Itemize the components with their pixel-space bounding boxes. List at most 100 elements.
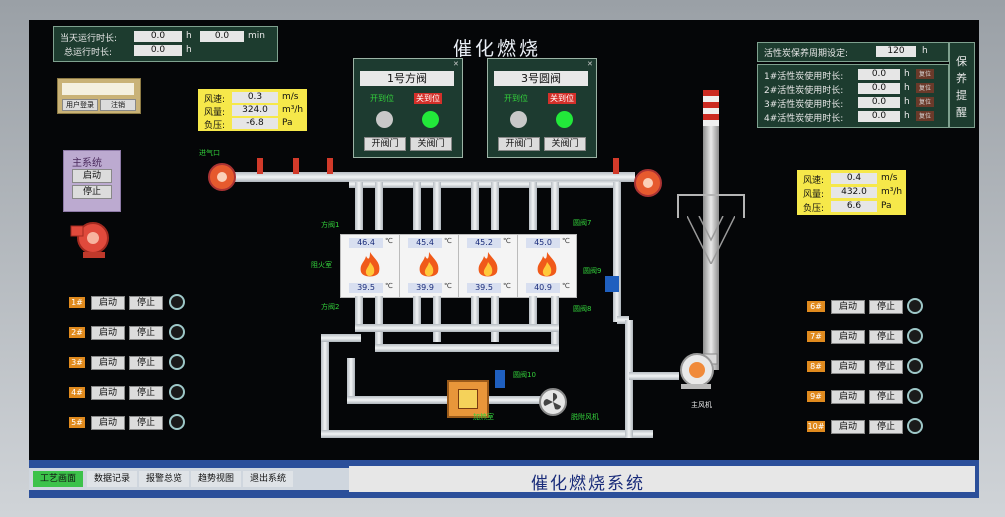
inlet-flow-value: 324.0	[232, 105, 278, 116]
unit-2-start-button[interactable]: 启动	[91, 326, 125, 340]
inlet-pressure-unit: Pa	[282, 118, 293, 128]
outlet-flow-unit: m³/h	[881, 187, 903, 197]
outlet-pressure-unit: Pa	[881, 201, 892, 211]
unit-5-stop-button[interactable]: 停止	[129, 416, 163, 430]
today-hours-unit: h	[186, 31, 192, 41]
carbon-2-reset-button[interactable]: 复位	[916, 83, 934, 93]
burner-4: 45.0 ℃ 40.9 ℃	[517, 234, 577, 298]
outlet-flow-value: 432.0	[831, 187, 877, 198]
unit-6-fan-icon	[907, 298, 923, 314]
unit-row-8: 8# 启动 停止	[807, 358, 937, 376]
inlet-valve-marker-4	[613, 158, 619, 174]
total-hours-unit: h	[186, 45, 192, 55]
riser-pipe-2	[375, 182, 383, 230]
unit-10-start-button[interactable]: 启动	[831, 420, 865, 434]
burner-3: 45.2 ℃ 39.5 ℃	[458, 234, 518, 298]
unit-row-1: 1# 启动 停止	[69, 294, 229, 312]
tab-alarm-overview[interactable]: 报警总览	[139, 471, 189, 487]
down-pipe-5	[471, 296, 479, 328]
valve-3-open-button[interactable]: 开阀门	[498, 137, 540, 151]
chimney	[703, 90, 719, 370]
burner-1-bottom-unit: ℃	[385, 282, 393, 290]
unit-5-start-button[interactable]: 启动	[91, 416, 125, 430]
unit-9-stop-button[interactable]: 停止	[869, 390, 903, 404]
unit-6-start-button[interactable]: 启动	[831, 300, 865, 314]
down-pipe-1	[355, 296, 363, 328]
main-start-button[interactable]: 启动	[72, 169, 112, 183]
carbon-4-unit: h	[904, 111, 910, 121]
round-valve-9-label: 圆阀9	[583, 267, 602, 275]
valve-3-open-lamp	[510, 111, 527, 128]
close-icon[interactable]: ✕	[587, 60, 593, 68]
tab-process-screen[interactable]: 工艺画面	[33, 471, 83, 487]
valve-1-open-button[interactable]: 开阀门	[364, 137, 406, 151]
unit-4-stop-button[interactable]: 停止	[129, 386, 163, 400]
valve-1-close-pos-label: 关到位	[414, 93, 442, 104]
tab-trend-view[interactable]: 趋势视图	[191, 471, 241, 487]
unit-4-tag: 4#	[69, 387, 85, 398]
lower-collector-1	[355, 324, 559, 332]
main-system-title: 主系统	[72, 158, 102, 169]
carbon-4-label: 4#活性炭使用时长:	[764, 114, 844, 124]
burner-1-top-unit: ℃	[385, 237, 393, 245]
today-runtime-hours: 0.0	[134, 31, 182, 42]
tab-data-records[interactable]: 数据记录	[87, 471, 137, 487]
down-pipe-4	[433, 296, 441, 342]
loop-top-left-pipe	[321, 334, 361, 342]
runtime-panel: 当天运行时长: 0.0 h 0.0 min 总运行时长: 0.0 h	[53, 26, 278, 62]
inlet-valve-marker-1	[257, 158, 263, 174]
maintenance-cycle-panel: 活性炭保养周期设定: 120 h	[757, 42, 949, 62]
desorb-fan-label: 脱附风机	[571, 413, 599, 421]
unit-5-tag: 5#	[69, 417, 85, 428]
inlet-pressure-value: -6.8	[232, 118, 278, 129]
upper-manifold-pipe	[349, 180, 619, 188]
heating-room-icon	[447, 380, 489, 418]
riser-pipe-6	[491, 182, 499, 230]
carbon-1-reset-button[interactable]: 复位	[916, 69, 934, 79]
inlet-valve-marker-3	[327, 158, 333, 174]
unit-8-stop-button[interactable]: 停止	[869, 360, 903, 374]
carbon-3-reset-button[interactable]: 复位	[916, 97, 934, 107]
total-runtime-hours: 0.0	[134, 45, 182, 56]
maintenance-cycle-value[interactable]: 120	[876, 46, 916, 57]
inlet-flow-label: 风量:	[204, 108, 226, 118]
unit-8-start-button[interactable]: 启动	[831, 360, 865, 374]
inlet-speed-unit: m/s	[282, 92, 299, 102]
unit-3-stop-button[interactable]: 停止	[129, 356, 163, 370]
unit-2-stop-button[interactable]: 停止	[129, 326, 163, 340]
carbon-4-reset-button[interactable]: 复位	[916, 111, 934, 121]
round-valve-10-icon	[495, 370, 505, 388]
unit-6-stop-button[interactable]: 停止	[869, 300, 903, 314]
burner-4-bottom-unit: ℃	[562, 282, 570, 290]
fire-room-label: 阻火室	[311, 261, 332, 269]
valve-1-open-lamp	[376, 111, 393, 128]
unit-1-stop-button[interactable]: 停止	[129, 296, 163, 310]
logout-button[interactable]: 注销	[100, 99, 136, 111]
valve-1-open-pos-label: 开到位	[370, 94, 394, 103]
main-stop-button[interactable]: 停止	[72, 185, 112, 199]
close-icon[interactable]: ✕	[453, 60, 459, 68]
maintenance-reminder-panel: 保养提醒	[949, 42, 975, 128]
outlet-speed-label: 风速:	[803, 176, 825, 186]
valve-3-close-lamp	[556, 111, 573, 128]
tab-exit-system[interactable]: 退出系统	[243, 471, 293, 487]
unit-1-start-button[interactable]: 启动	[91, 296, 125, 310]
unit-9-start-button[interactable]: 启动	[831, 390, 865, 404]
square-valve-1-label: 方阀1	[321, 221, 340, 229]
inlet-valve-marker-2	[293, 158, 299, 174]
outlet-speed-value: 0.4	[831, 173, 877, 184]
unit-row-9: 9# 启动 停止	[807, 388, 937, 406]
riser-pipe-3	[413, 182, 421, 230]
unit-7-stop-button[interactable]: 停止	[869, 330, 903, 344]
unit-4-start-button[interactable]: 启动	[91, 386, 125, 400]
to-main-fan-pipe	[629, 372, 679, 380]
valve-1-close-button[interactable]: 关阀门	[410, 137, 452, 151]
unit-10-stop-button[interactable]: 停止	[869, 420, 903, 434]
user-login-button[interactable]: 用户登录	[62, 99, 98, 111]
valve-3-close-button[interactable]: 关阀门	[544, 137, 586, 151]
outlet-fan-icon	[633, 168, 663, 198]
square-valve-2-label: 方阀2	[321, 303, 340, 311]
unit-3-start-button[interactable]: 启动	[91, 356, 125, 370]
loop-left-pipe	[321, 334, 329, 438]
unit-7-start-button[interactable]: 启动	[831, 330, 865, 344]
